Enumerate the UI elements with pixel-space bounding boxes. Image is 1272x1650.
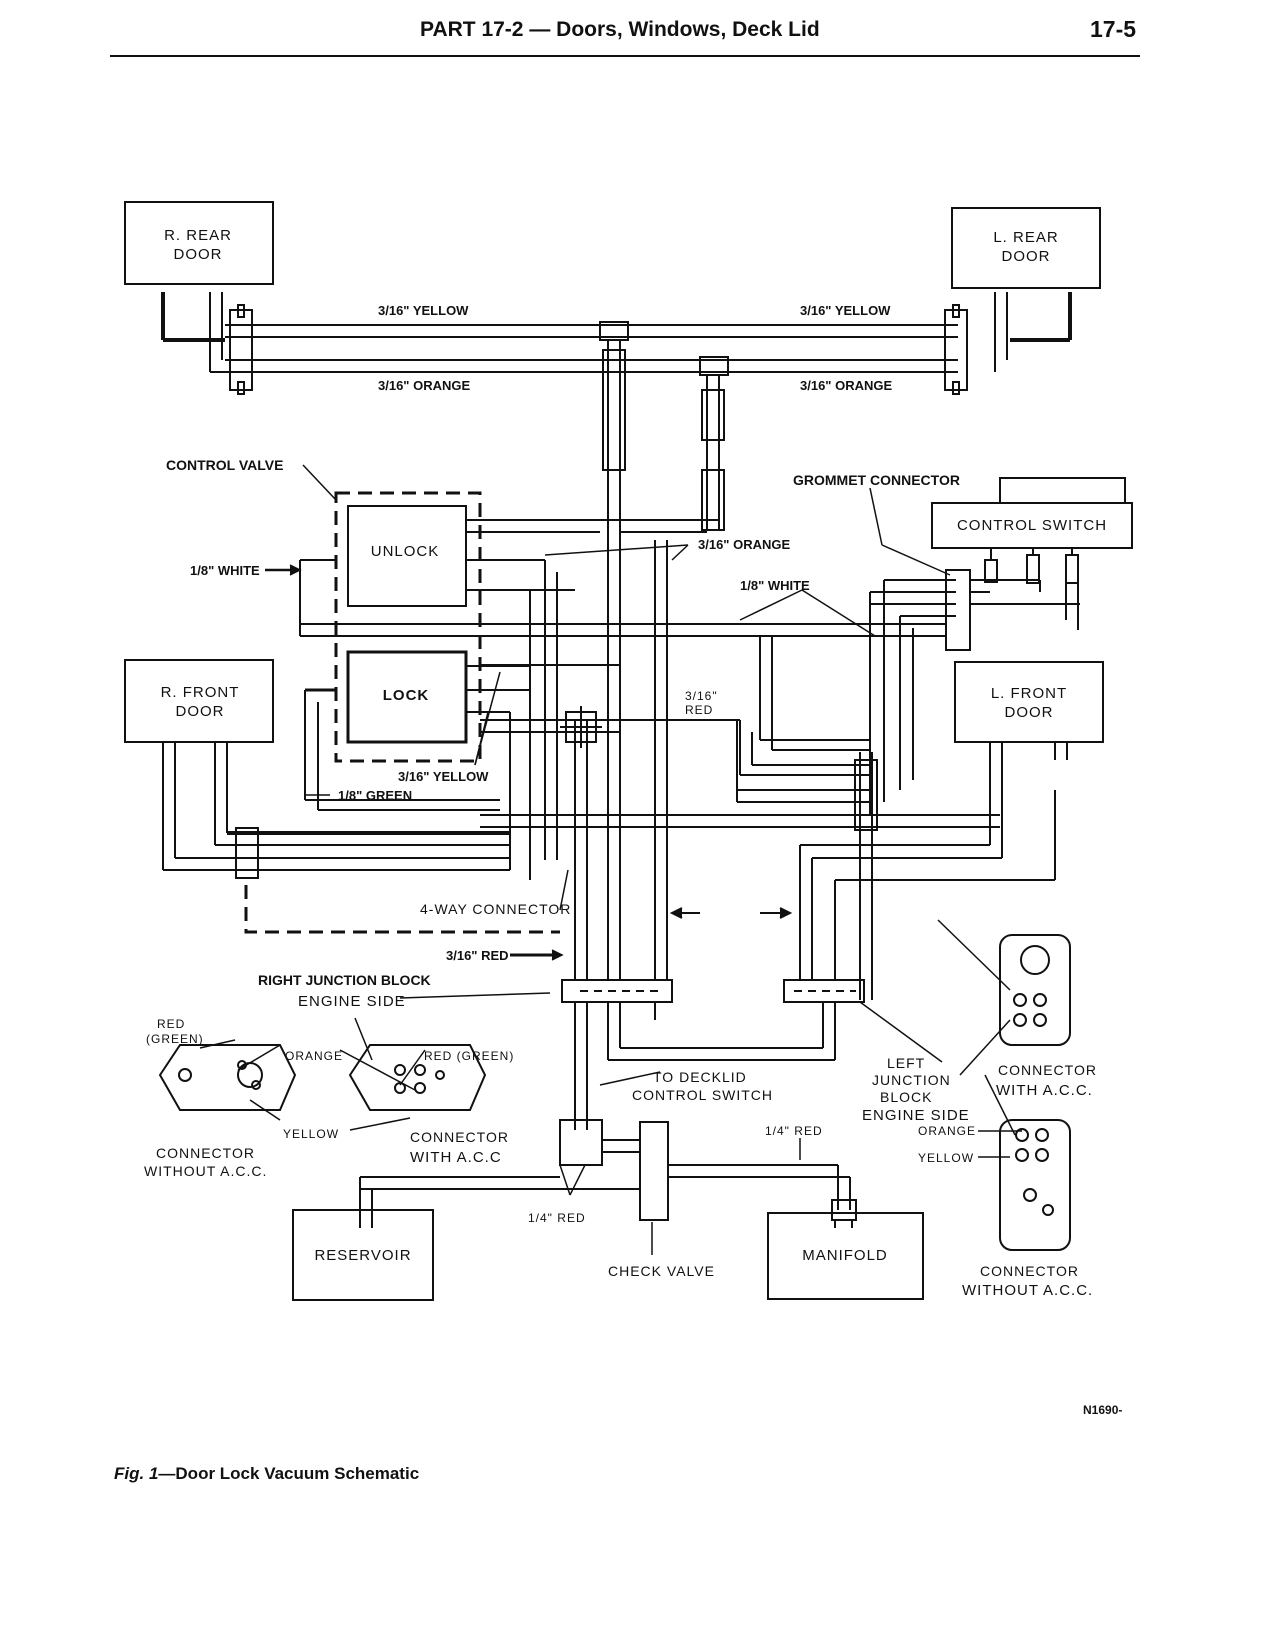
- reservoir-label: RESERVOIR: [314, 1247, 411, 1264]
- l-front-door-label-line2: DOOR: [1005, 704, 1054, 721]
- section-title: Doors, Windows, Deck Lid: [556, 18, 820, 41]
- top-hose-bundle: [225, 304, 968, 395]
- l-rear-door-box: [951, 207, 1101, 289]
- center-cross-hoses: [480, 636, 1000, 828]
- right-junction-block-label: RIGHT JUNCTION BLOCK: [258, 972, 431, 988]
- lock-valve-box: [346, 650, 468, 744]
- left-junction-block: [783, 979, 865, 1003]
- yellow-lock-label: 3/16" YELLOW: [398, 769, 489, 784]
- control-switch-box: [931, 477, 1133, 549]
- figure-caption: Fig. 1—Door Lock Vacuum Schematic: [114, 1464, 419, 1484]
- unlock-label: UNLOCK: [371, 543, 440, 560]
- lock-label: LOCK: [383, 687, 430, 704]
- quarter-red-top-label: 1/4" RED: [765, 1124, 823, 1138]
- l-front-door-box: [954, 661, 1104, 743]
- to-decklid-label-line2: CONTROL SWITCH: [632, 1087, 773, 1103]
- figure-number: Fig. 1: [114, 1464, 159, 1483]
- orange-connector-label: ORANGE: [285, 1049, 343, 1063]
- red-mid-label-line1: 3/16": [685, 689, 718, 703]
- flow-arrows: [669, 907, 793, 919]
- connector-with-left-line1: CONNECTOR: [410, 1129, 509, 1145]
- figure-caption-text: —Door Lock Vacuum Schematic: [158, 1464, 420, 1483]
- white-left-label: 1/8" WHITE: [190, 563, 260, 578]
- control-valve-label: CONTROL VALVE: [166, 457, 283, 473]
- green-label: 1/8" GREEN: [338, 788, 412, 803]
- figure-code: N1690-: [1083, 1403, 1123, 1417]
- connector-with-acc-left: [348, 1044, 487, 1111]
- l-front-door-hoses: [799, 548, 1080, 1000]
- connector-with-acc-right: [999, 934, 1071, 1046]
- left-junction-label-line3: BLOCK: [880, 1089, 932, 1105]
- orange-mid-label: 3/16" ORANGE: [698, 537, 790, 552]
- r-front-door-hoses: [162, 688, 511, 879]
- to-decklid-label-line1: TO DECKLID: [653, 1069, 747, 1085]
- page-header-title: PART 17-2 — Doors, Windows, Deck Lid: [420, 18, 820, 42]
- white-right-label: 1/8" WHITE: [740, 578, 810, 593]
- grommet-connector-label: GROMMET CONNECTOR: [793, 472, 960, 488]
- center-vertical-trunk: [574, 340, 725, 980]
- yellow-right-connector-label: YELLOW: [918, 1151, 974, 1165]
- check-valve-label: CHECK VALVE: [608, 1263, 715, 1279]
- page-number: 17-5: [1090, 16, 1137, 42]
- reservoir-box: [292, 1209, 434, 1301]
- four-way-connector-label: 4-WAY CONNECTOR: [420, 901, 571, 917]
- l-front-door-label-line1: L. FRONT: [991, 685, 1067, 702]
- r-rear-door-hoses: [161, 292, 225, 373]
- connector-without-left-line2: WITHOUT A.C.C.: [144, 1163, 267, 1179]
- control-switch-label: CONTROL SWITCH: [957, 517, 1107, 534]
- connector-without-acc-right: [999, 1119, 1071, 1251]
- white-hose-run: [299, 559, 946, 637]
- yellow-connector-label: YELLOW: [283, 1127, 339, 1141]
- box-labels: R. REAR DOOR L. REAR DOOR R. FRONT DOOR …: [161, 227, 1107, 1264]
- connector-with-right-line1: CONNECTOR: [998, 1062, 1097, 1078]
- part-label: PART 17-2: [420, 18, 524, 41]
- quarter-red-bottom-label: 1/4" RED: [528, 1211, 586, 1225]
- r-rear-door-label-line1: R. REAR: [164, 227, 232, 244]
- r-rear-door-label-line2: DOOR: [174, 246, 223, 263]
- connector-without-left-line1: CONNECTOR: [156, 1145, 255, 1161]
- r-front-door-label-line1: R. FRONT: [161, 684, 240, 701]
- supply-plumbing: [359, 1085, 857, 1228]
- green-dashed-line: [244, 885, 560, 934]
- left-junction-label-line1: LEFT: [887, 1055, 925, 1071]
- yellow-right-label: 3/16" YELLOW: [800, 303, 891, 318]
- four-way-connector: [560, 706, 602, 748]
- leader-lines: [199, 464, 1022, 1255]
- manifold-label: MANIFOLD: [802, 1247, 888, 1264]
- engine-side-right-label: ENGINE SIDE: [298, 993, 406, 1010]
- title-separator: —: [523, 18, 557, 41]
- orange-right-label: 3/16" ORANGE: [800, 378, 892, 393]
- l-rear-door-hoses: [994, 292, 1072, 372]
- red-mid-label-line2: RED: [685, 703, 713, 717]
- left-junction-label-line2: JUNCTION: [872, 1072, 951, 1088]
- connector-without-right-line1: CONNECTOR: [980, 1263, 1079, 1279]
- orange-left-label: 3/16" ORANGE: [378, 378, 470, 393]
- connector-with-left-line2: WITH A.C.C: [410, 1149, 502, 1166]
- r-front-door-box: [124, 659, 274, 743]
- l-rear-door-label-line2: DOOR: [1002, 248, 1051, 265]
- r-front-door-label-line2: DOOR: [176, 703, 225, 720]
- header-divider: [110, 55, 1140, 57]
- control-valve-outline: [334, 491, 482, 763]
- unlock-valve-box: [347, 505, 467, 607]
- connector-with-right-line2: WITH A.C.C.: [996, 1082, 1093, 1099]
- red-green-label-line2: (GREEN): [146, 1032, 204, 1046]
- orange-right-connector-label: ORANGE: [918, 1124, 976, 1138]
- yellow-left-label: 3/16" YELLOW: [378, 303, 469, 318]
- red-junction-label: 3/16" RED: [446, 948, 509, 963]
- manifold-box: [767, 1212, 924, 1300]
- red-green-connector-label: RED (GREEN): [424, 1049, 514, 1063]
- connector-without-acc-left: [158, 1044, 297, 1111]
- hose-labels: 3/16" YELLOW 3/16" YELLOW 3/16" ORANGE 3…: [144, 303, 1097, 1299]
- right-junction-block: [561, 979, 836, 1110]
- red-green-label-line1: RED: [157, 1017, 185, 1031]
- connector-without-right-line2: WITHOUT A.C.C.: [962, 1282, 1093, 1299]
- engine-side-left-label: ENGINE SIDE: [862, 1107, 970, 1124]
- l-rear-door-label-line1: L. REAR: [993, 229, 1058, 246]
- r-rear-door-box: [124, 201, 274, 285]
